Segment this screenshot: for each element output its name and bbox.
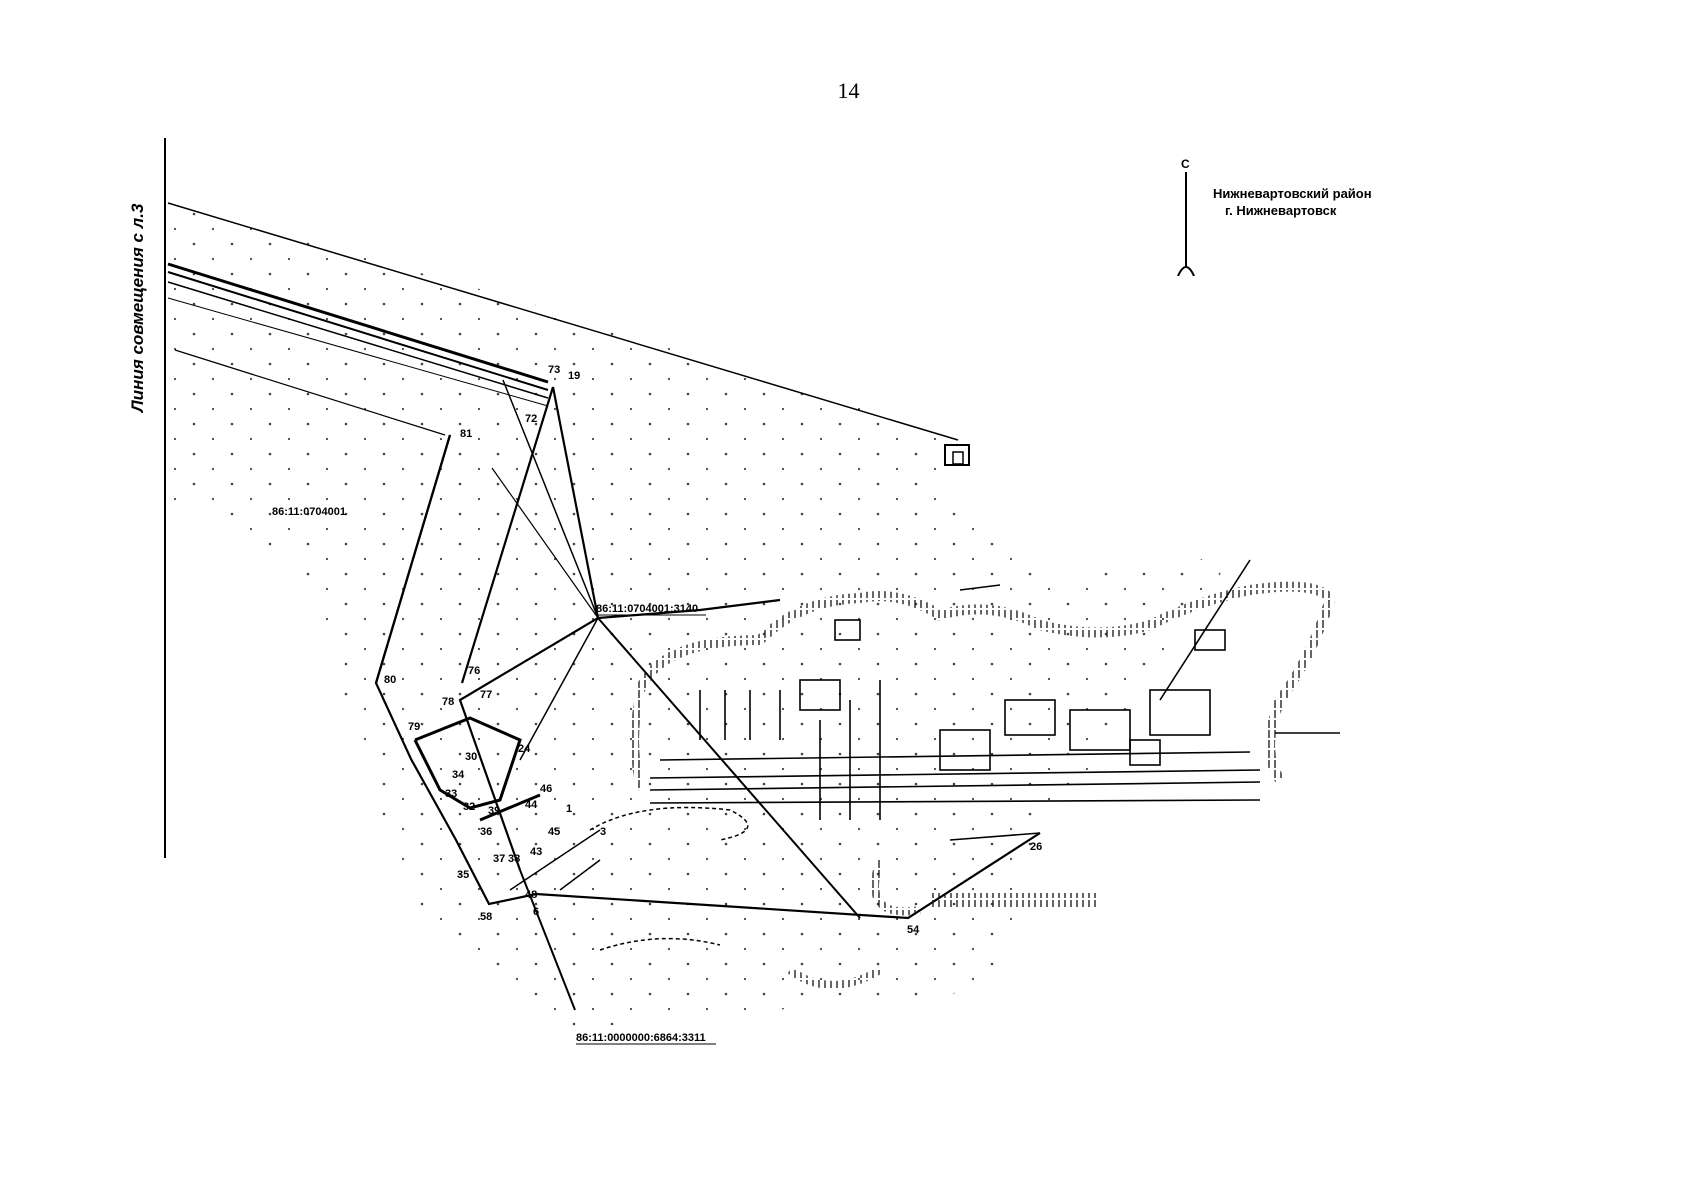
svg-text:39: 39 [488,805,500,817]
land-plot-boundaries [374,379,1041,1011]
svg-text:76: 76 [468,665,480,677]
svg-text:58: 58 [480,911,492,923]
svg-text:33: 33 [445,788,457,800]
cadastral-number-block: 86:11:0704001 [272,506,346,518]
north-arrow-icon: С [1177,158,1195,276]
svg-text:34: 34 [452,769,465,781]
svg-text:3: 3 [600,826,606,838]
svg-text:79: 79 [408,721,420,733]
cadastral-number-linear: 86:11:0000000:6864:3311 [576,1032,706,1044]
district-name: Нижневартовский район [1213,186,1372,201]
svg-text:54: 54 [907,924,920,936]
svg-text:73: 73 [548,364,560,376]
svg-text:35: 35 [457,869,469,881]
svg-text:26: 26 [1030,841,1042,853]
pipeline-corridor [167,202,970,466]
svg-text:6: 6 [533,906,539,918]
svg-text:78: 78 [442,696,454,708]
region-caption: Нижневартовский район г. Нижневартовск [1213,185,1372,219]
svg-text:37: 37 [493,853,505,865]
svg-text:77: 77 [480,689,492,701]
industrial-site [589,559,1340,989]
page-number: 14 [837,78,860,103]
svg-text:48: 48 [525,889,537,901]
svg-text:32: 32 [463,801,475,813]
svg-text:24: 24 [518,743,531,755]
svg-text:44: 44 [525,799,538,811]
cadastral-numbers: 86:11:0704001 86:11:0704001:3140 86:11:0… [272,506,716,1045]
svg-text:72: 72 [525,413,537,425]
svg-text:30: 30 [465,751,477,763]
svg-text:81: 81 [460,428,472,440]
point-labels: 73 19 72 81 80 79 78 77 76 24 30 34 33 3… [384,364,1042,936]
city-name: г. Нижневартовск [1225,203,1337,218]
svg-text:19: 19 [568,370,580,382]
north-arrow-letter: С [1181,158,1190,171]
svg-text:45: 45 [548,826,560,838]
vegetation-dots [170,205,1250,1030]
svg-text:1: 1 [566,803,572,815]
cadastral-number-plot: 86:11:0704001:3140 [596,603,698,615]
svg-text:43: 43 [530,846,542,858]
svg-text:38: 38 [508,853,520,865]
svg-text:80: 80 [384,674,396,686]
svg-text:36: 36 [480,826,492,838]
svg-text:46: 46 [540,783,552,795]
